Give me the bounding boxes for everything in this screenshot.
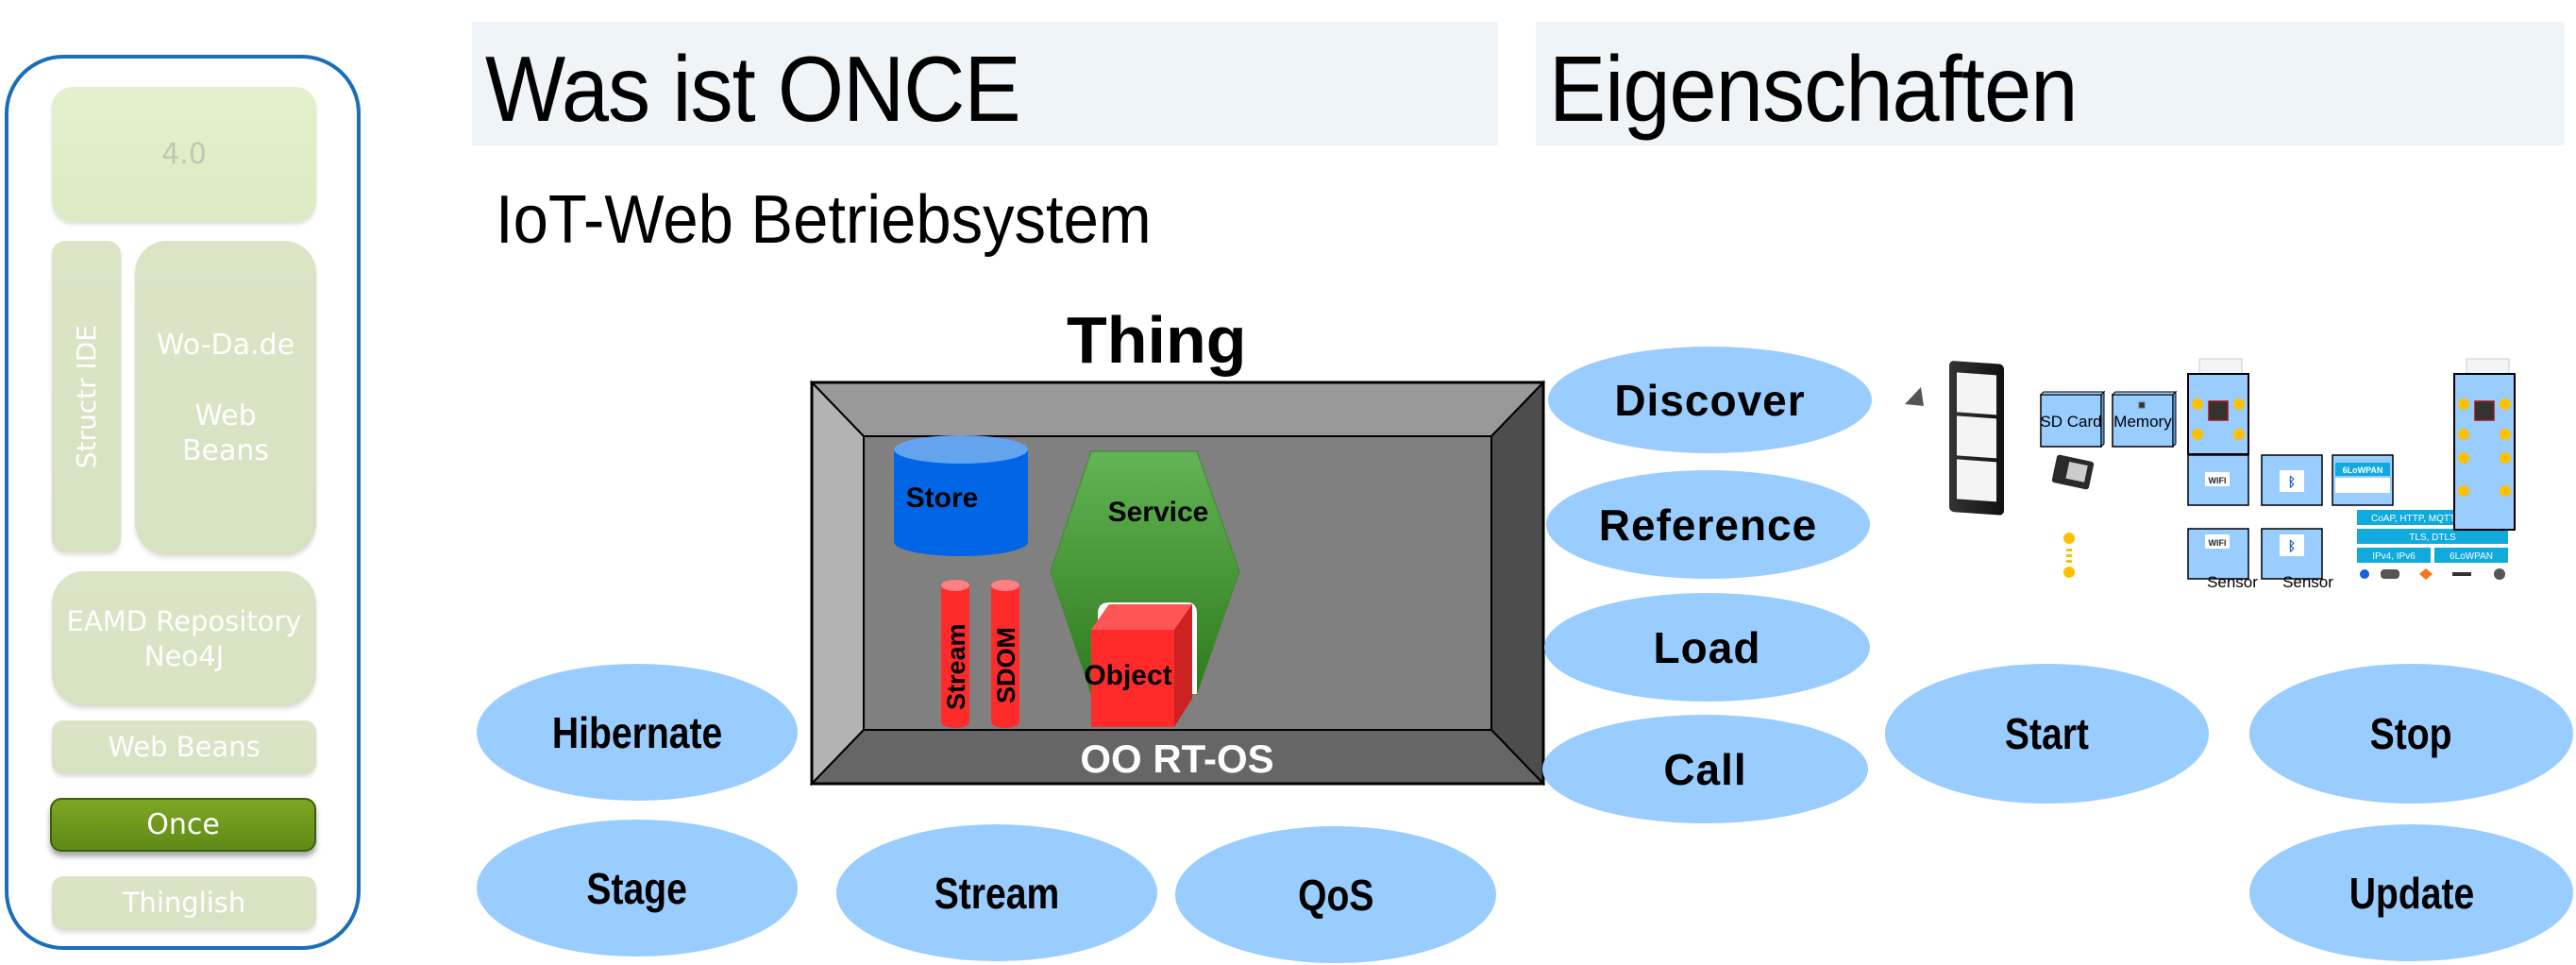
ellipse-label: Stage <box>586 863 688 913</box>
iot-device-diagram: SD Card Memory WIFI ᛒ 6LoWPAN <box>1905 358 2516 591</box>
sidebar-item-4-0[interactable]: 4.0 <box>52 87 316 222</box>
sensor-2: ᛒ Sensor <box>2261 528 2333 591</box>
ellipse-label: Reference <box>1598 499 1818 550</box>
sidebar-item-web-beans[interactable]: Web Beans <box>52 720 316 774</box>
sd-card-label: SD Card <box>2040 413 2101 431</box>
stream-label: Stream <box>942 623 970 710</box>
ellipse-load[interactable]: Load <box>1544 593 1870 702</box>
thing-diagram: Store Stream SDOM Service Object OO RT-O… <box>809 380 1546 787</box>
ellipse-hibernate[interactable]: Hibernate <box>477 664 798 801</box>
chip-icon <box>2051 454 2095 490</box>
ellipse-reference[interactable]: Reference <box>1546 470 1870 579</box>
bluetooth-icon: ᛒ <box>2288 474 2296 489</box>
bluetooth-icon: ᛒ <box>2288 538 2296 553</box>
header-right: Eigenschaften <box>1536 22 2565 145</box>
sidebar-frame <box>5 55 361 950</box>
sidebar-item-label: Structr IDE <box>71 324 102 469</box>
board-1: WIFI <box>2187 358 2249 506</box>
sd-card-box: SD Card <box>2039 390 2106 449</box>
gp-icon <box>2494 568 2505 580</box>
bevel-left <box>811 380 865 787</box>
sensor-label: Sensor <box>2282 573 2333 591</box>
sensor-1: WIFI Sensor <box>2187 528 2258 591</box>
connector-dots-icon <box>2063 533 2075 578</box>
ellipse-label: Call <box>1663 744 1747 794</box>
lowpan-box: 6LoWPAN <box>2332 454 2394 506</box>
ellipse-stream[interactable]: Stream <box>836 824 1157 961</box>
stack-layer: TLS, DTLS <box>2409 533 2456 543</box>
sidebar-item-thinglish[interactable]: Thinglish <box>52 876 316 930</box>
ellipse-label: Discover <box>1614 375 1806 425</box>
sidebar-item-structr-ide[interactable]: Structr IDE <box>52 241 121 552</box>
subtitle: IoT-Web Betriebsystem <box>496 182 1152 258</box>
ellipse-label: Start <box>2004 709 2090 758</box>
sidebar-item-label: 4.0 <box>161 137 207 171</box>
ellipse-stage[interactable]: Stage <box>477 820 798 957</box>
stack-layer: IPv4, IPv6 <box>2372 551 2416 562</box>
sidebar-item-label: Once <box>146 807 220 841</box>
ellipse-call[interactable]: Call <box>1542 715 1868 823</box>
memory-label: Memory <box>2113 413 2172 431</box>
sensor-label: Sensor <box>2207 573 2258 591</box>
antenna-icon <box>1905 387 1924 406</box>
phone-device-icon <box>1949 361 2004 516</box>
os-label: OO RT-OS <box>1080 736 1273 781</box>
ellipse-label: Load <box>1653 622 1761 672</box>
page-title: Was ist ONCE <box>485 37 1021 141</box>
sidebar-item-label: Web Beans <box>108 731 261 764</box>
thread-icon <box>2452 572 2471 576</box>
lowpan-label: 6LoWPAN <box>2343 466 2383 475</box>
header-left: Was ist ONCE <box>472 22 1498 145</box>
wifi-icon: WIFI <box>2209 538 2227 548</box>
ellipse-label: Stream <box>934 868 1060 918</box>
sdom-cylinder: SDOM <box>991 580 1020 728</box>
sidebar-item-label: EAMD Repository Neo4J <box>66 605 302 672</box>
memory-box: Memory <box>2111 390 2178 449</box>
store-cylinder: Store <box>894 435 1028 556</box>
object-cube: Object <box>1084 602 1197 727</box>
stream-cylinder: Stream <box>941 580 970 728</box>
ellipse-label: QoS <box>1297 870 1374 920</box>
wifi-icon <box>2381 569 2399 579</box>
board-2 <box>2453 358 2516 531</box>
sidebar-item-label: Wo-Da.de Web Beans <box>156 328 295 468</box>
wifi-icon: WIFI <box>2209 476 2227 485</box>
sidebar-item-woda-web-beans[interactable]: Wo-Da.de Web Beans <box>135 241 316 555</box>
ellipse-discover[interactable]: Discover <box>1548 347 1872 453</box>
ellipse-stop[interactable]: Stop <box>2249 664 2573 804</box>
zigbee-icon <box>2419 568 2433 580</box>
bluetooth-box: ᛒ <box>2261 454 2323 506</box>
sidebar-item-once[interactable]: Once <box>50 798 316 852</box>
sdom-label: SDOM <box>992 627 1020 703</box>
ellipse-label: Hibernate <box>551 707 723 757</box>
ellipse-start[interactable]: Start <box>1885 664 2209 804</box>
section-title: Eigenschaften <box>1549 37 2078 141</box>
stack-layer: CoAP, HTTP, MQTT, LWM2M <box>2371 514 2494 524</box>
ellipse-update[interactable]: Update <box>2249 824 2573 961</box>
store-label: Store <box>906 482 979 514</box>
bluetooth-icon <box>2360 569 2369 579</box>
bevel-top <box>809 381 1546 437</box>
service-label: Service <box>1108 497 1209 528</box>
bevel-right <box>1490 380 1544 787</box>
ellipse-label: Update <box>2349 868 2474 918</box>
thing-title: Thing <box>1067 303 1247 377</box>
sidebar-item-label: Thinglish <box>122 887 246 920</box>
sidebar-item-eamd-repository[interactable]: EAMD Repository Neo4J <box>52 571 316 706</box>
stack-layer: 6LoWPAN <box>2450 551 2493 562</box>
ellipse-label: Stop <box>2370 709 2452 758</box>
object-label: Object <box>1084 660 1171 691</box>
ellipse-qos[interactable]: QoS <box>1175 826 1496 963</box>
